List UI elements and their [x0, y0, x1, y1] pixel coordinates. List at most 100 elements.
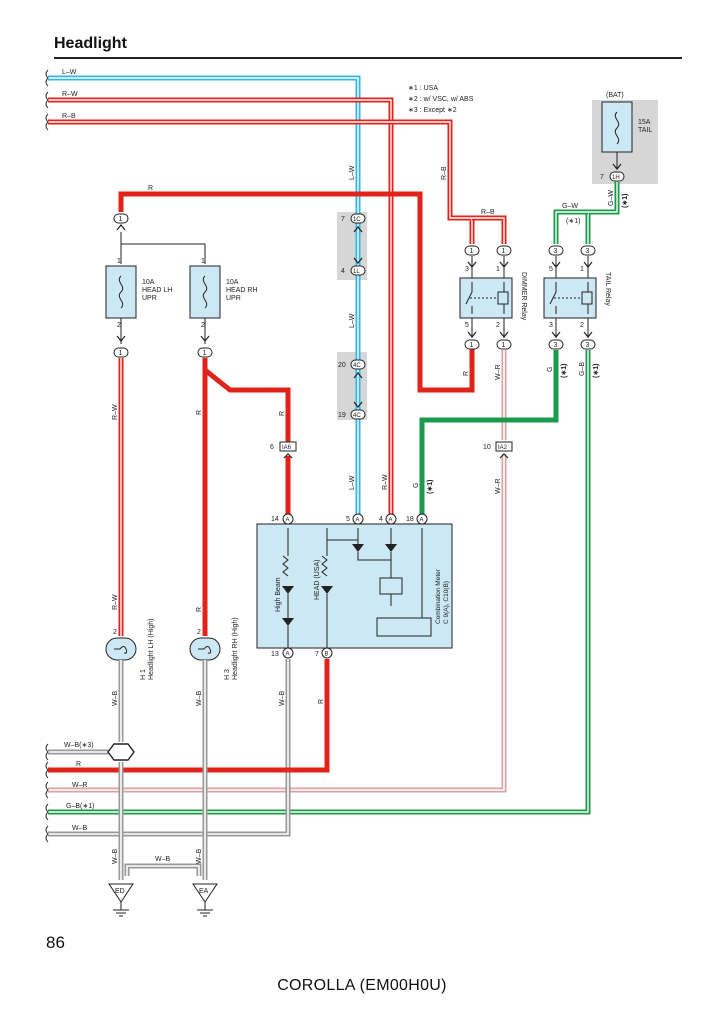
connector-ia2 — [495, 441, 513, 452]
bat-label: (BAT) — [606, 92, 624, 99]
dimmer-in-2-label: 1 — [502, 248, 506, 255]
tail-out-1 — [548, 339, 564, 350]
label-lw-1: L–W — [349, 165, 356, 180]
meter-pin-a5 — [352, 513, 364, 525]
label-wb-rh-low: W–B — [196, 849, 203, 865]
fuse-rh-pin2: 2 — [201, 322, 205, 329]
connector-1-top — [113, 213, 129, 224]
connector-1l-label: 1L — [353, 269, 360, 275]
connector-1-rh — [197, 347, 213, 358]
meter-pin-a5-num: 5 — [346, 516, 350, 523]
connector-4c-b-label: 4C — [353, 413, 361, 419]
headlight-lh-label-1: H 1 — [140, 669, 147, 680]
meter-pin-b7-num: 7 — [315, 651, 319, 658]
note-2: ∗2 : w/ VSC, w/ ABS — [408, 96, 474, 103]
connector-ia6 — [279, 441, 297, 452]
dimmer-out-2-label: 1 — [502, 342, 506, 349]
fuse-rh-line1: 10A — [226, 279, 239, 286]
tail-in-2-label: 3 — [586, 248, 590, 255]
ground-ed — [108, 883, 134, 917]
fuse-head-rh — [189, 265, 221, 319]
fuse-rh-line3: UPR — [226, 295, 241, 302]
wire-lw-bus — [48, 75, 361, 518]
dimmer-pin-2: 2 — [496, 322, 500, 329]
label-wb-bus: W–B — [72, 825, 88, 832]
label-wb-lh-low: W–B — [112, 849, 119, 865]
connector-1h — [609, 171, 625, 182]
note-3: ∗3 : Except ∗2 — [408, 107, 457, 114]
wire-wb-ground-link — [124, 863, 202, 876]
connector-1c-pin: 7 — [341, 216, 345, 223]
label-rw-mid: R–W — [382, 474, 389, 490]
meter-pin-a4-num: 4 — [379, 516, 383, 523]
tail-out-2 — [580, 339, 596, 350]
ground-ea-label: EA — [199, 888, 209, 895]
page-title: Headlight — [54, 35, 127, 52]
splice-joint — [107, 743, 135, 761]
connector-1h-label: 1H — [612, 175, 620, 181]
wire-gb — [48, 350, 591, 815]
connector-4c-a — [350, 359, 366, 370]
wire-gw — [553, 182, 620, 244]
label-wr-low: W–R — [495, 478, 502, 494]
label-r-rh2: R — [196, 607, 203, 612]
label-wb-rh: W–B — [196, 691, 203, 707]
connector-ia6-label: IA6 — [282, 445, 292, 451]
fuse-lh-pin1: 1 — [117, 258, 121, 265]
dimmer-in-1-label: 1 — [470, 248, 474, 255]
head-usa-label: HEAD (USA) — [314, 560, 321, 600]
meter-pin-a5-letter: A — [356, 518, 360, 524]
fuse-lh-pin2: 2 — [117, 322, 121, 329]
connector-ia6-pin: 6 — [270, 444, 274, 451]
wire-wr-dimmer — [48, 350, 507, 793]
tail-in-1 — [548, 245, 564, 256]
label-gw-right: G–W — [608, 190, 615, 206]
label-plus1-gw2: (∗1) — [622, 194, 629, 208]
tail-pin-1: 1 — [580, 266, 584, 273]
label-r-top: R — [148, 185, 153, 192]
tail-pin-5: 5 — [549, 266, 553, 273]
meter-pin-a14-num: 14 — [271, 516, 279, 523]
meter-pin-a13-num: 13 — [271, 651, 279, 658]
connector-1-rh-label: 1 — [203, 350, 207, 357]
connector-4c-b — [350, 409, 366, 420]
tail-in-2 — [580, 245, 596, 256]
label-rb-bus: R–B — [62, 113, 76, 120]
headlight-rh-label-2: Headlight RH (High) — [232, 617, 239, 680]
connector-ia2-pin: 10 — [483, 444, 491, 451]
combination-meter — [256, 523, 453, 649]
connector-1l — [350, 265, 366, 276]
headlight-rh-pin2: 2 — [197, 629, 201, 636]
meter-pin-a13-letter: A — [286, 652, 290, 658]
meter-label-2: Combination Meter — [435, 568, 442, 624]
label-rw-lh2: R–W — [112, 594, 119, 610]
fuse-lh-line3: UPR — [142, 295, 157, 302]
wire-r-rh — [202, 358, 291, 636]
fuse-head-lh — [105, 265, 137, 319]
wire-g-tail — [419, 350, 559, 514]
tail-in-1-label: 3 — [554, 248, 558, 255]
meter-pin-a18-letter: A — [420, 518, 424, 524]
label-wr-dim-out: W–R — [495, 364, 502, 380]
footer-model-code: COROLLA (EM00H0U) — [277, 977, 447, 994]
tail-out-1-label: 3 — [554, 342, 558, 349]
connector-1l-pin: 4 — [341, 268, 345, 275]
tail-pin-3: 3 — [549, 322, 553, 329]
connector-4c-a-pin: 20 — [338, 362, 346, 369]
fuse-tail-line1: 15A — [638, 119, 651, 126]
connector-1-lh-label: 1 — [119, 350, 123, 357]
label-lw-2: L–W — [349, 313, 356, 328]
tail-out-2-label: 3 — [586, 342, 590, 349]
meter-pin-b7 — [321, 647, 333, 659]
label-rb-vert: R–B — [441, 166, 448, 180]
label-plus1-gw: (∗1) — [566, 218, 580, 225]
label-wb3-bus: W–B(∗3) — [64, 742, 94, 749]
meter-pin-b7-letter: B — [325, 652, 329, 658]
label-r-bus: R — [76, 761, 81, 768]
dimmer-out-1-label: 1 — [470, 342, 474, 349]
connector-ia2-label: IA2 — [498, 445, 508, 451]
label-r-7: R — [318, 699, 325, 704]
fuse-lh-line2: HEAD LH — [142, 287, 172, 294]
tail-relay-label: TAIL Relay — [604, 272, 611, 306]
